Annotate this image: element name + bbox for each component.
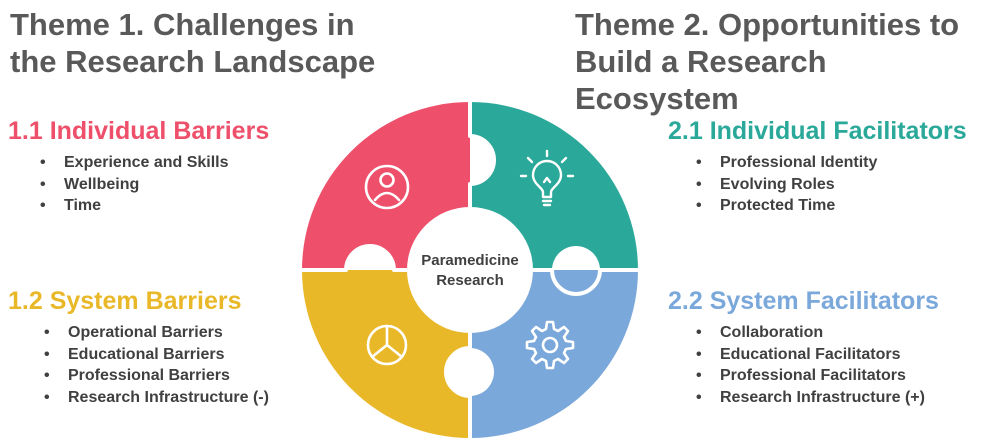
theme-1-title-line-2: the Research Landscape <box>10 44 376 79</box>
list-item: Experience and Skills <box>36 152 269 174</box>
list-item: Evolving Roles <box>692 174 967 196</box>
list-item: Professional Barriers <box>40 365 269 387</box>
lightbulb-icon <box>519 149 575 207</box>
pie-chart-icon <box>366 324 408 366</box>
center-label-line-1: Paramedicine <box>421 252 519 269</box>
theme-2-title-line-2: Build a Research Ecosystem <box>575 44 827 116</box>
individual-facilitators-section: 2.1 Individual Facilitators Professional… <box>668 116 967 217</box>
piece-separators <box>302 102 638 438</box>
puzzle-piece-system-facilitators <box>470 270 638 438</box>
theme-1-title: Theme 1. Challenges in the Research Land… <box>10 6 410 80</box>
list-item: Protected Time <box>692 195 967 217</box>
individual-barriers-section: 1.1 Individual Barriers Experience and S… <box>8 116 269 217</box>
individual-barriers-title: 1.1 Individual Barriers <box>8 117 270 145</box>
list-item: Time <box>36 195 269 217</box>
theme-2-title: Theme 2. Opportunities to Build a Resear… <box>575 6 995 117</box>
center-circle <box>409 209 531 331</box>
center-label-line-2: Research <box>436 272 504 289</box>
gear-icon <box>525 320 575 370</box>
list-item: Research Infrastructure (+) <box>692 387 939 409</box>
individual-facilitators-title: 2.1 Individual Facilitators <box>668 117 967 145</box>
system-facilitators-section: 2.2 System Facilitators Collaboration Ed… <box>668 286 939 408</box>
individual-facilitators-list: Professional Identity Evolving Roles Pro… <box>692 152 967 217</box>
puzzle-piece-system-barriers <box>302 270 470 438</box>
individual-barriers-list: Experience and Skills Wellbeing Time <box>36 152 269 217</box>
list-item: Collaboration <box>692 322 939 344</box>
list-item: Educational Barriers <box>40 344 269 366</box>
list-item: Research Infrastructure (-) <box>40 387 269 409</box>
list-item: Wellbeing <box>36 174 269 196</box>
list-item: Educational Facilitators <box>692 344 939 366</box>
system-facilitators-list: Collaboration Educational Facilitators P… <box>692 322 939 408</box>
system-facilitators-title: 2.2 System Facilitators <box>668 287 939 315</box>
theme-1-title-line-1: Theme 1. Challenges in <box>10 7 355 42</box>
system-barriers-title: 1.2 System Barriers <box>8 287 242 315</box>
list-item: Operational Barriers <box>40 322 269 344</box>
list-item: Professional Identity <box>692 152 967 174</box>
user-icon <box>364 164 410 210</box>
system-barriers-list: Operational Barriers Educational Barrier… <box>40 322 269 408</box>
list-item: Professional Facilitators <box>692 365 939 387</box>
system-barriers-section: 1.2 System Barriers Operational Barriers… <box>8 286 269 408</box>
theme-2-title-line-1: Theme 2. Opportunities to <box>575 7 960 42</box>
